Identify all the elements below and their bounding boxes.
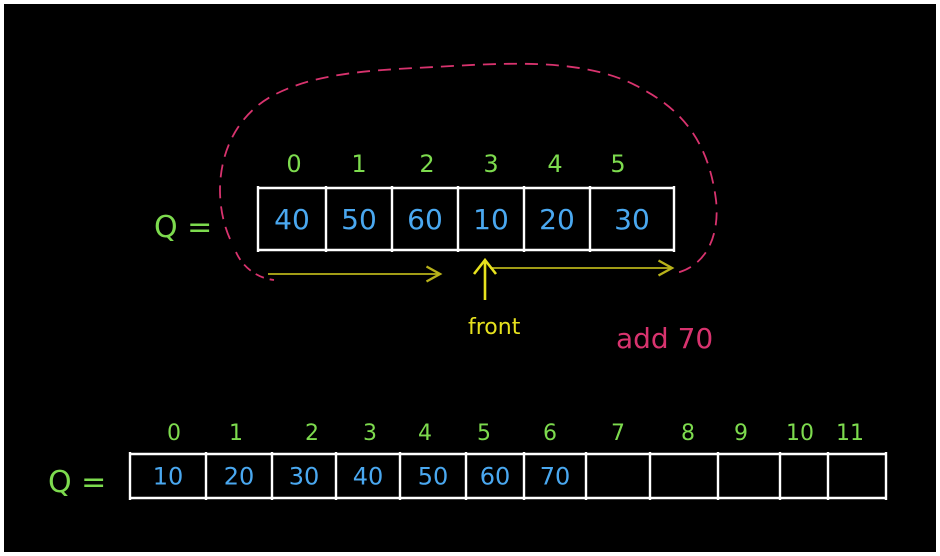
cell-value: 30 <box>289 463 320 491</box>
array-cell: 70 <box>540 463 571 491</box>
top-index-row: 0 1 2 3 4 5 <box>286 150 625 178</box>
index-label: 1 <box>229 421 243 446</box>
add-70-annotation: add 70 <box>616 322 713 355</box>
cell-value: 10 <box>473 203 509 236</box>
index-label: 4 <box>547 150 562 178</box>
cell-value: 20 <box>224 463 255 491</box>
index-label: 2 <box>305 421 319 446</box>
index-label: 5 <box>477 421 491 446</box>
index-label: 1 <box>351 150 366 178</box>
cell-value: 10 <box>153 463 184 491</box>
cell-value: 70 <box>540 463 571 491</box>
cell-value: 40 <box>274 203 310 236</box>
index-label: 0 <box>167 421 181 446</box>
cell-value: 30 <box>614 203 650 236</box>
index-label: 9 <box>734 421 748 446</box>
array-cell: 20 <box>224 463 255 491</box>
front-label: front <box>468 315 521 340</box>
index-label: 2 <box>419 150 434 178</box>
array-cell: 30 <box>289 463 320 491</box>
array-cell: 20 <box>539 203 575 236</box>
index-label: 3 <box>363 421 377 446</box>
array-cell: 50 <box>418 463 449 491</box>
index-label: 5 <box>610 150 625 178</box>
bottom-array-cells: 10 20 30 40 50 60 70 <box>128 452 888 500</box>
cell-value: 40 <box>353 463 384 491</box>
cell-value: 60 <box>407 203 443 236</box>
index-label: 4 <box>418 421 432 446</box>
cell-value: 20 <box>539 203 575 236</box>
array-cell: 30 <box>614 203 650 236</box>
array-cell: 10 <box>153 463 184 491</box>
index-label: 6 <box>543 421 557 446</box>
index-label: 8 <box>681 421 695 446</box>
array-cell: 40 <box>274 203 310 236</box>
array-cell: 50 <box>341 203 377 236</box>
cell-value: 60 <box>480 463 511 491</box>
top-array-cells: 40 50 60 10 20 30 <box>256 186 676 252</box>
circular-loop-tail <box>235 251 275 281</box>
array-cell: 10 <box>473 203 509 236</box>
array-cell: 60 <box>407 203 443 236</box>
index-label: 3 <box>483 150 498 178</box>
index-label: 11 <box>836 421 864 446</box>
bottom-index-row: 0 1 2 3 4 5 6 7 8 9 10 11 <box>167 421 864 446</box>
array-cell: 40 <box>353 463 384 491</box>
front-pointer-arrow <box>472 257 498 300</box>
index-label: 10 <box>786 421 814 446</box>
circular-wraparound-loop <box>219 62 718 275</box>
bottom-queue-label: Q = <box>48 465 106 500</box>
index-label: 7 <box>611 421 625 446</box>
array-cell: 60 <box>480 463 511 491</box>
cell-value: 50 <box>341 203 377 236</box>
top-queue-label: Q = <box>154 210 212 245</box>
index-label: 0 <box>286 150 301 178</box>
cell-value: 50 <box>418 463 449 491</box>
